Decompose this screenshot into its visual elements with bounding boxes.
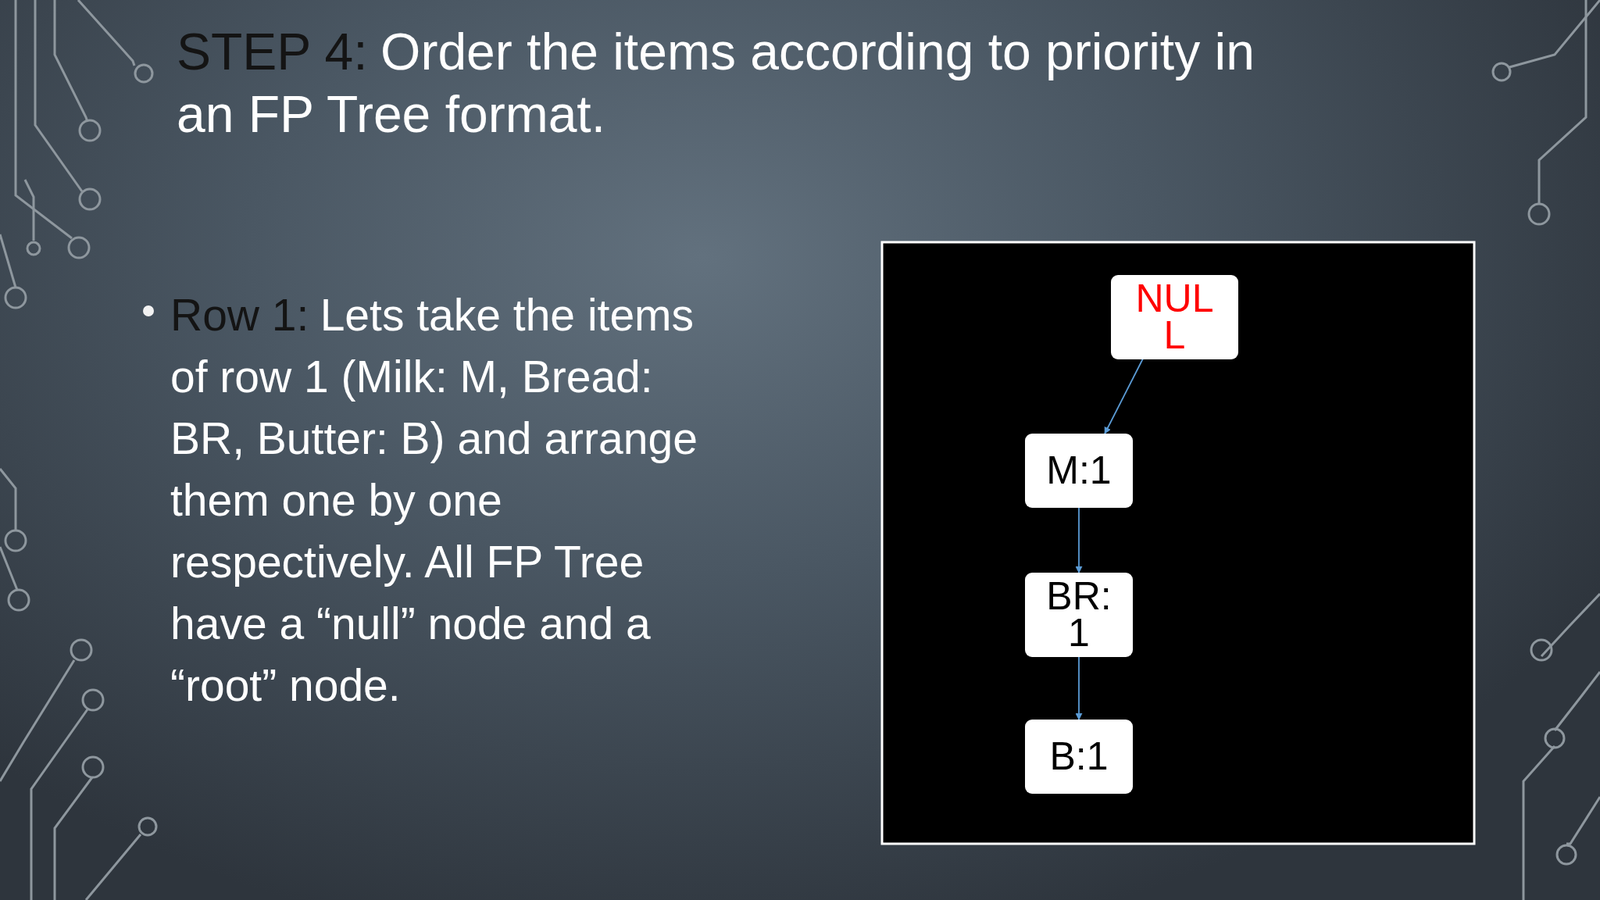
node-label: B:1 (1049, 738, 1108, 775)
tree-node: B:1 (1025, 719, 1133, 794)
step-label: STEP 4: (176, 22, 368, 81)
tree-connector (1104, 359, 1143, 435)
tree-connector (1078, 507, 1080, 573)
node-label: BR: 1 (1039, 578, 1118, 652)
note-text: Lets take the items of row 1 (Milk: M, B… (170, 289, 698, 711)
tree-node: M:1 (1025, 433, 1133, 508)
bullet-text: Row 1:Lets take the items of row 1 (Milk… (170, 284, 733, 717)
root-node: NUL L (1110, 275, 1239, 360)
row-label: Row 1: (170, 289, 309, 340)
node-label: NUL L (1121, 280, 1228, 354)
tree-node: BR: 1 (1025, 572, 1133, 658)
bullet-dot (142, 305, 154, 317)
slide-title: STEP 4:Order the items according to prio… (176, 20, 1318, 146)
diagram-panel (882, 242, 1475, 844)
tree-connector (1078, 657, 1080, 720)
node-label: M:1 (1046, 452, 1111, 490)
